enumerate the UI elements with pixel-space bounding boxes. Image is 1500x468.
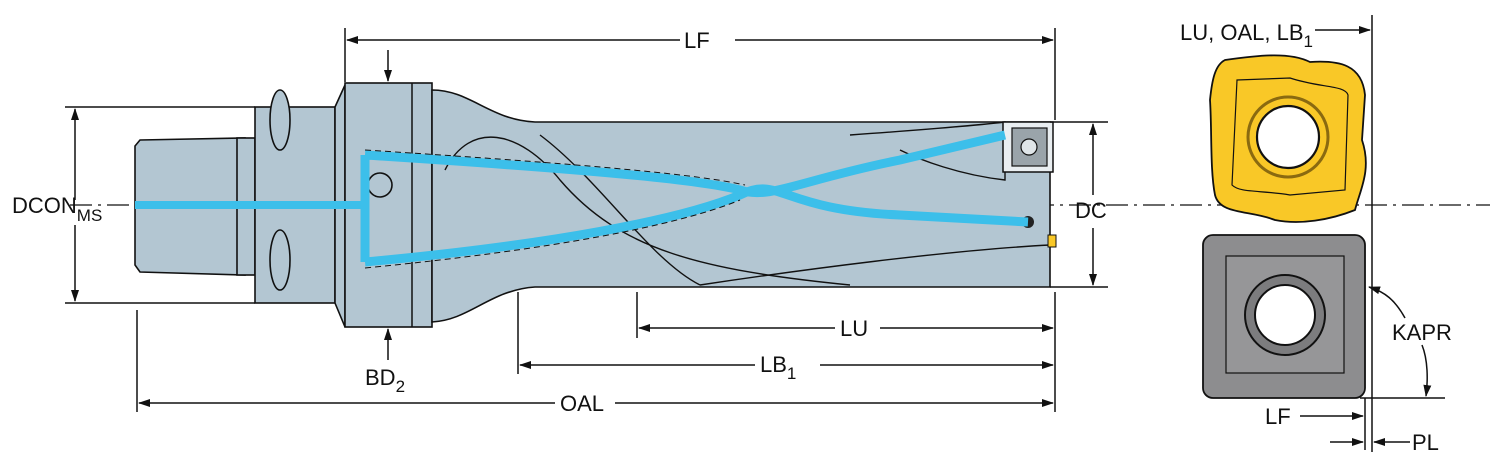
label-insert-reference: LU, OAL, LB1 <box>1180 20 1313 51</box>
label-lu: LU <box>840 316 868 341</box>
label-insert-lf: LF <box>1265 404 1291 429</box>
label-lf: LF <box>684 28 710 53</box>
label-dcon: DCONMS <box>12 193 102 225</box>
label-kapr: KAPR <box>1392 320 1452 345</box>
drive-slot-top <box>269 89 291 151</box>
label-dc: DC <box>1075 198 1107 223</box>
fluted-body <box>431 89 1051 323</box>
label-pl: PL <box>1412 430 1439 455</box>
label-bd2: BD2 <box>365 365 405 396</box>
coolant-channels <box>135 130 1029 269</box>
dimension-lines <box>65 28 1108 412</box>
label-oal: OAL <box>560 391 604 416</box>
drive-slot-bottom <box>269 229 291 291</box>
label-lb1: LB1 <box>760 352 796 383</box>
insert-views <box>1202 15 1445 452</box>
screw-hole <box>367 172 393 198</box>
